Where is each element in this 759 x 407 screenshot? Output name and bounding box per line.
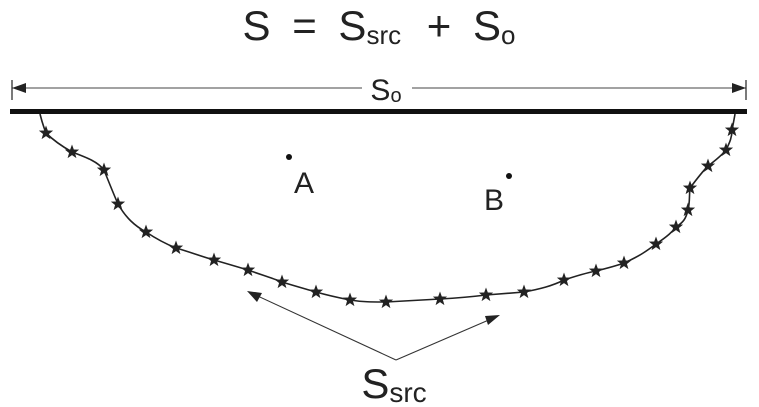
star-marker-icon: [556, 272, 572, 287]
point-a-label: A: [294, 167, 314, 200]
boundary-label: So: [370, 74, 401, 107]
star-marker-icon: [616, 255, 632, 270]
star-marker-icon: [64, 144, 80, 159]
star-marker-icon: [240, 262, 256, 277]
star-marker-icon: [432, 291, 448, 306]
star-marker-icon: [718, 142, 734, 157]
point-b-label: B: [484, 184, 504, 217]
star-marker-icon: [110, 196, 126, 211]
dimension-arrow-right-icon: [732, 83, 746, 93]
star-marker-icon: [342, 292, 358, 307]
star-marker-icon: [274, 274, 290, 289]
star-marker-icon: [96, 162, 112, 177]
star-marker-icon: [308, 284, 324, 299]
star-marker-icon: [206, 252, 222, 267]
source-curve: [39, 113, 736, 303]
boundary-label-main: S: [370, 74, 390, 107]
equation-s-o-main: S: [473, 2, 501, 49]
top-boundary: [10, 109, 747, 114]
star-marker-icon: [378, 294, 394, 309]
equation-title: S = Ssrc + So: [243, 2, 516, 53]
source-arrow-right: [395, 315, 499, 361]
source-arrow-left: [248, 291, 397, 361]
star-marker-icon: [478, 287, 494, 302]
equation-s-o-sub: o: [501, 20, 515, 50]
star-marker-icon: [588, 263, 604, 278]
star-marker-icon: [38, 125, 54, 140]
equation-plus: +: [427, 2, 452, 49]
equation-equals: =: [292, 2, 317, 49]
equation-s-src-main: S: [338, 2, 366, 49]
equation-s-src-sub: src: [366, 20, 401, 50]
source-arrow-right-head-icon: [485, 315, 500, 325]
star-marker-icon: [680, 202, 696, 217]
star-marker-icon: [516, 284, 532, 299]
boundary-label-sub: o: [390, 85, 401, 107]
star-marker-icon: [668, 219, 684, 234]
source-label-main: S: [361, 360, 389, 407]
source-stars: [38, 122, 740, 309]
star-marker-icon: [168, 240, 184, 255]
source-arrow-left-head-icon: [247, 291, 262, 302]
star-marker-icon: [648, 236, 664, 251]
source-label: Ssrc: [361, 360, 426, 407]
star-marker-icon: [682, 180, 698, 195]
point-b-dot: [506, 173, 512, 179]
dimension-arrow-left-icon: [12, 83, 26, 93]
source-label-sub: src: [389, 377, 426, 407]
star-marker-icon: [724, 122, 740, 137]
star-marker-icon: [700, 158, 716, 173]
point-a-dot: [286, 154, 292, 160]
star-marker-icon: [138, 224, 154, 239]
equation-s: S: [243, 2, 271, 49]
